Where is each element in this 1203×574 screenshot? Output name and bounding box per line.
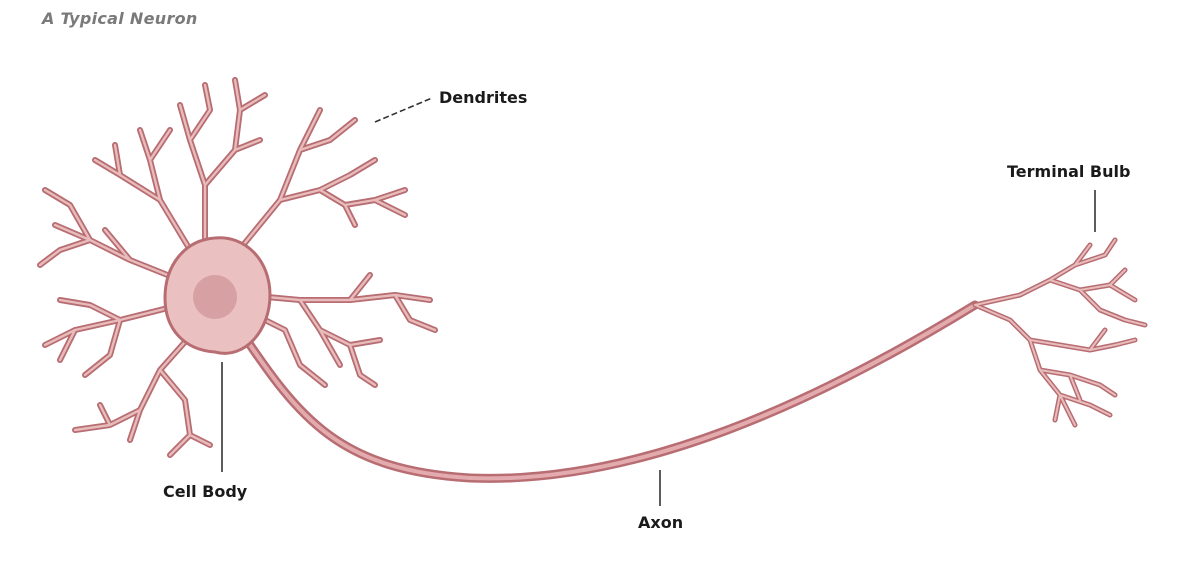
terminal-bulb-label: Terminal Bulb [1007, 162, 1130, 181]
dendrites-label: Dendrites [439, 88, 527, 107]
axon-label: Axon [638, 513, 683, 532]
dendrites-leader [375, 98, 432, 122]
nucleus [193, 275, 237, 319]
cell-body-label: Cell Body [163, 482, 247, 501]
axon [240, 305, 975, 478]
cell-body [165, 238, 270, 354]
axon-terminals [975, 240, 1145, 425]
